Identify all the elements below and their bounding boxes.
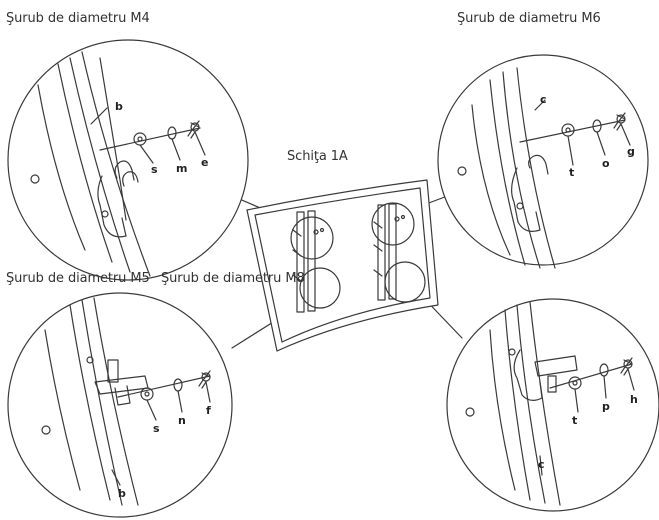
br-label-panel: c (538, 458, 545, 471)
bl-label-washer: s (153, 422, 160, 435)
tl-label-panel: b (115, 100, 123, 113)
tr-label-panel: c (540, 93, 547, 106)
caption-m8: Şurub de diametru M8 (161, 271, 305, 286)
tl-screw (187, 120, 200, 139)
br-label-lock-washer: p (602, 400, 610, 413)
tl-label-lock-washer: m (176, 162, 187, 175)
bl-label-panel: b (118, 487, 126, 500)
caption-sketch-1a: Schiţa 1A (287, 149, 348, 164)
caption-m5: Şurub de diametru M5 (6, 271, 150, 286)
br-label-screw: h (630, 393, 638, 406)
tl-label-washer: s (151, 163, 158, 176)
detail-circle-top-left (7, 39, 249, 281)
tr-screw (613, 112, 626, 131)
panel-detail-circle-bl (299, 267, 341, 309)
bl-screw (198, 370, 211, 389)
detail-circle-top-right (437, 54, 649, 269)
br-label-washer: t (572, 414, 577, 427)
detail-circle-bottom-left (7, 292, 233, 518)
tr-label-screw: g (627, 145, 635, 158)
detail-circle-bottom-right (446, 298, 659, 512)
tl-label-screw: e (201, 156, 208, 169)
bl-label-lock-washer: n (178, 414, 186, 427)
panel-detail-circle-tl (290, 216, 334, 260)
tr-label-washer: t (569, 166, 574, 179)
caption-m4: Şurub de diametru M4 (6, 11, 150, 26)
br-screw (620, 357, 633, 376)
bl-label-screw: f (206, 404, 211, 417)
panel-detail-circle-br (384, 261, 426, 303)
caption-m6: Şurub de diametru M6 (457, 11, 601, 26)
panel-detail-circle-tr (371, 202, 415, 246)
center-panel (246, 179, 439, 352)
tr-label-lock-washer: o (602, 157, 610, 170)
